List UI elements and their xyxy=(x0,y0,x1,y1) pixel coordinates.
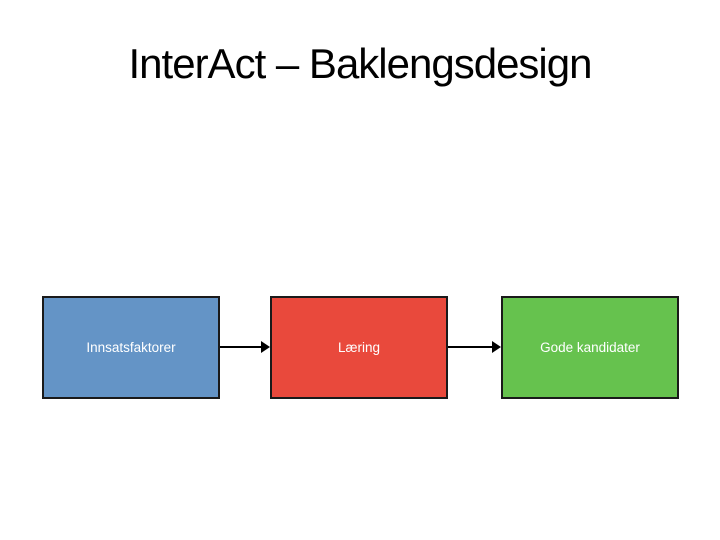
flow-node-gode-kandidater: Gode kandidater xyxy=(501,296,679,399)
slide-title: InterAct – Baklengsdesign xyxy=(128,40,593,87)
arrow-right-icon xyxy=(261,341,270,353)
flow-node-label: Innsatsfaktorer xyxy=(86,340,176,355)
flow-node-innsatsfaktorer: Innsatsfaktorer xyxy=(42,296,220,399)
connector-line-laering-gode-kandidater xyxy=(448,346,494,348)
flow-node-label: Læring xyxy=(337,340,381,355)
arrow-right-icon xyxy=(492,341,501,353)
flow-node-laering: Læring xyxy=(270,296,448,399)
connector-line-innsatsfaktorer-laering xyxy=(220,346,263,348)
flow-node-label: Gode kandidater xyxy=(540,340,640,355)
